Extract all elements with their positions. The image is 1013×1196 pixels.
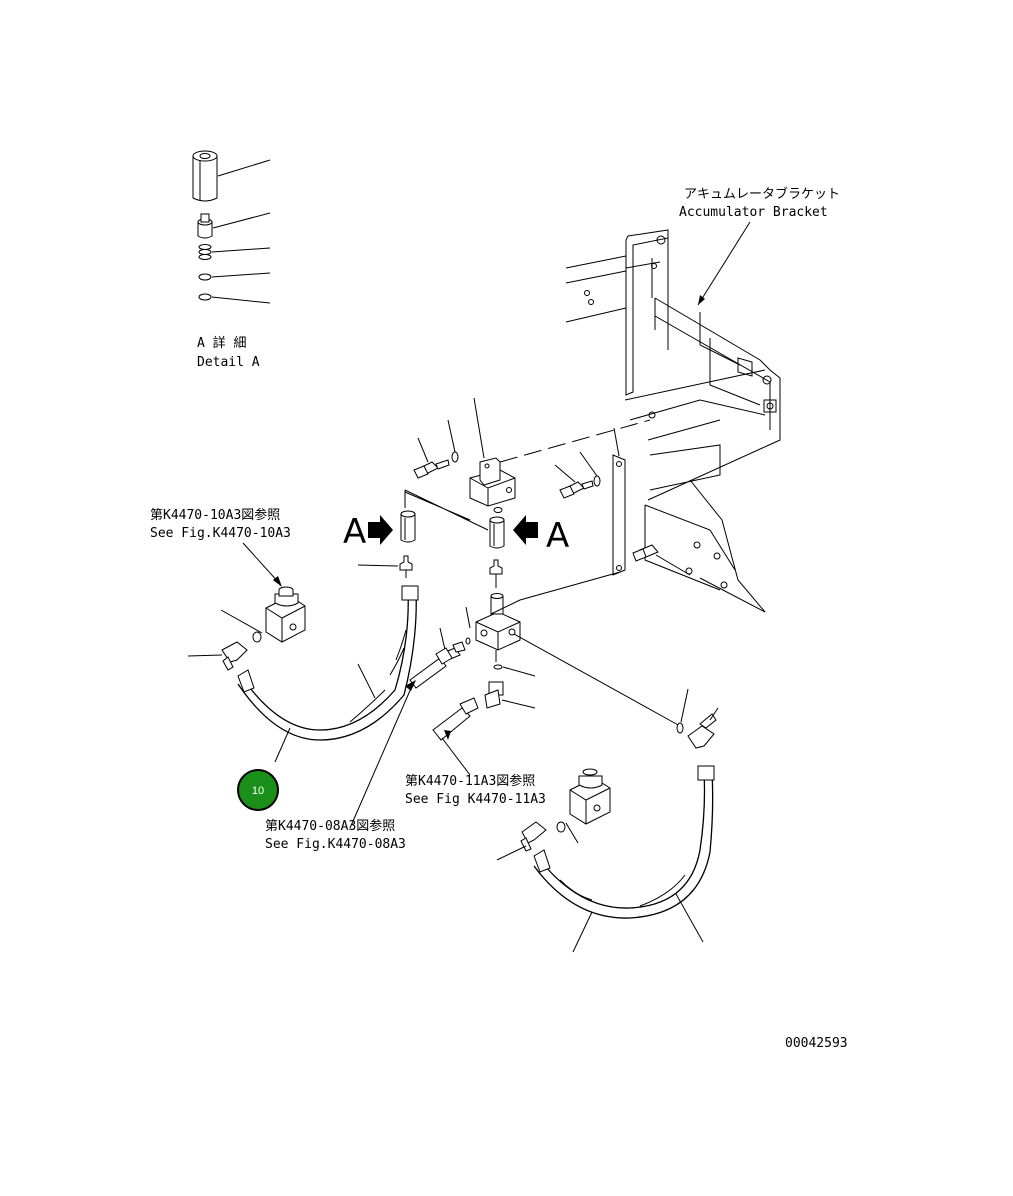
bracket-label-en: Accumulator Bracket bbox=[679, 205, 828, 220]
ref-10a3-jp: 第K4470-10A3図参照 bbox=[150, 507, 280, 523]
ref-10a3-leader bbox=[242, 542, 281, 585]
callout-10-circle bbox=[237, 769, 279, 811]
left-hose-assembly bbox=[187, 585, 419, 763]
drawing-number: 00042593 bbox=[785, 1036, 848, 1051]
alignment-dash-line bbox=[499, 419, 651, 463]
section-arrow-right-icon bbox=[513, 515, 538, 545]
lower-middle-hose-end bbox=[432, 697, 479, 776]
ref-11a3-en: See Fig K4470-11A3 bbox=[405, 792, 546, 807]
sleeve-right bbox=[489, 516, 505, 549]
sleeve-connector-lines bbox=[404, 489, 489, 531]
section-arrows bbox=[368, 515, 538, 545]
detail-a-label-en: Detail A bbox=[197, 355, 260, 370]
right-hose-assembly bbox=[496, 688, 719, 953]
bracket-leader-arrowhead bbox=[698, 295, 705, 305]
accumulator-bracket-drawing bbox=[565, 229, 781, 613]
upper-mount-block bbox=[413, 397, 620, 513]
bracket-leader-line bbox=[697, 221, 751, 306]
detail-a-parts bbox=[192, 150, 271, 304]
grease-fitting-right bbox=[489, 559, 503, 588]
ref-10a3-en: See Fig.K4470-10A3 bbox=[150, 526, 291, 541]
callout-10-number: 10 bbox=[252, 785, 264, 797]
ref-08a3-en: See Fig.K4470-08A3 bbox=[265, 837, 406, 852]
ref-10a3-arrowhead bbox=[273, 576, 282, 587]
callout-10[interactable]: 10 bbox=[237, 769, 279, 811]
detail-a-label-jp: A 詳 細 bbox=[197, 335, 246, 351]
sleeve-left bbox=[400, 510, 416, 543]
ref-11a3-jp: 第K4470-11A3図参照 bbox=[405, 773, 535, 789]
bracket-label-jp: アキュムレータブラケット bbox=[684, 186, 840, 202]
grease-fitting-left bbox=[357, 555, 413, 578]
section-label-left: A bbox=[343, 512, 366, 552]
ref-08a3-jp: 第K4470-08A3図参照 bbox=[265, 818, 395, 834]
section-label-right: A bbox=[546, 516, 569, 556]
section-arrow-left-icon bbox=[368, 515, 393, 545]
central-tee-block bbox=[465, 571, 681, 727]
middle-hose-end bbox=[349, 647, 453, 829]
